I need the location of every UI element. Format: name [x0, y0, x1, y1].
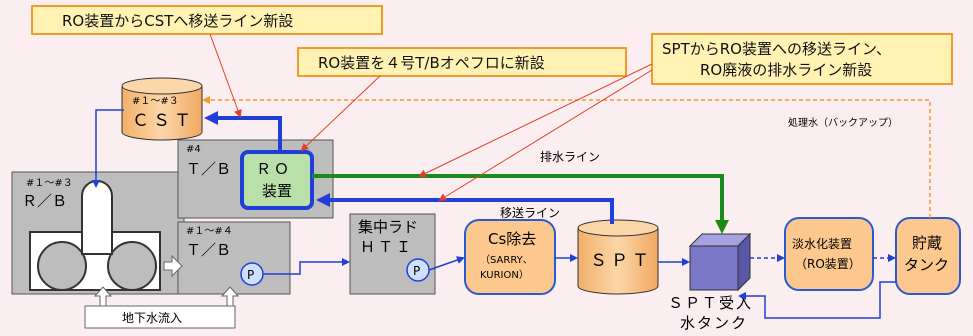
cs-sub2: KURION） — [480, 269, 529, 281]
reactor-icon — [29, 180, 161, 291]
desal-line1: 淡水化装置 — [792, 237, 852, 251]
tb4-name: Ｔ／Ｂ — [186, 160, 231, 178]
cst-range: #１～#３ — [132, 96, 179, 107]
callout-ro-cst-text: RO装置からCSTへ移送ライン新設 — [62, 12, 293, 30]
callout-ro-unit4-text: RO装置を４号T/Bオペフロに新設 — [318, 54, 545, 72]
spt-receiving-tank — [688, 232, 752, 292]
rb-range: #１～#３ — [26, 178, 73, 189]
storage-line1: 貯蔵 — [912, 234, 942, 252]
cs-sub1: （SARRY、 — [480, 254, 533, 266]
storage-line2: タンク — [904, 256, 949, 274]
flow-storage-cst — [202, 96, 931, 218]
flow-ro-cst — [204, 111, 282, 152]
pump-label-hti: P — [413, 264, 420, 278]
tb14-building — [177, 221, 291, 295]
flow-cst-rb — [92, 109, 124, 188]
spt-tank-line2: 水タンク — [680, 314, 748, 332]
ro-line2: 装置 — [262, 182, 292, 200]
groundwater-arrows — [93, 286, 240, 307]
callout-ro-cst-leader — [209, 33, 242, 118]
spt-tank-line1: ＳＰＴ受入 — [668, 294, 753, 312]
flow-storage-return — [738, 281, 896, 319]
spt-name: ＳＰＴ — [590, 251, 653, 271]
rb-name: Ｒ／Ｂ — [22, 192, 67, 210]
spt-tank — [577, 219, 659, 295]
ro-unit-box — [240, 150, 314, 210]
callout-spt-leader-1 — [418, 63, 653, 177]
tb14-name: Ｔ／Ｂ — [186, 241, 231, 259]
tb14-range: #１～#４ — [186, 226, 233, 237]
callout-spt-line1: SPTからRO装置への移送ライン、 — [662, 40, 891, 58]
treated-water-label: 処理水（バックアップ） — [788, 116, 898, 129]
pump-label-tb: P — [247, 268, 254, 282]
flow-tb-hti — [263, 258, 350, 275]
hti-line2: ＨＴＩ — [360, 238, 414, 256]
callout-ro-unit4 — [297, 47, 627, 77]
groundwater-box — [84, 305, 236, 329]
cst-tank — [121, 77, 203, 141]
cs-removal-box — [464, 219, 556, 295]
desal-line2: （RO装置） — [795, 257, 861, 271]
cs-title: Cs除去 — [488, 230, 536, 248]
groundwater-label: 地下水流入 — [122, 311, 182, 325]
callout-spt-leader-2 — [438, 69, 653, 202]
callout-spt — [651, 33, 953, 85]
drain-line-label: 排水ライン — [540, 150, 600, 164]
cst-name: ＣＳＴ — [132, 111, 195, 131]
callout-spt-line2: RO廃液の排水ライン新設 — [700, 61, 872, 79]
flow-ro-drain — [312, 174, 729, 234]
flow-arrow-rb-tb — [163, 254, 183, 278]
storage-box — [895, 217, 961, 295]
transfer-line-label: 移送ライン — [500, 205, 560, 220]
flow-hti-cs — [428, 256, 465, 271]
hti-line1: 集中ラド — [358, 218, 418, 236]
ro-line1: ＲＯ — [256, 160, 292, 178]
callout-ro-unit4-leader — [300, 75, 381, 152]
tb4-unit: #4 — [186, 144, 201, 155]
desal-box — [784, 217, 874, 291]
flow-spt-ro — [316, 193, 614, 224]
callout-ro-cst — [31, 5, 383, 35]
